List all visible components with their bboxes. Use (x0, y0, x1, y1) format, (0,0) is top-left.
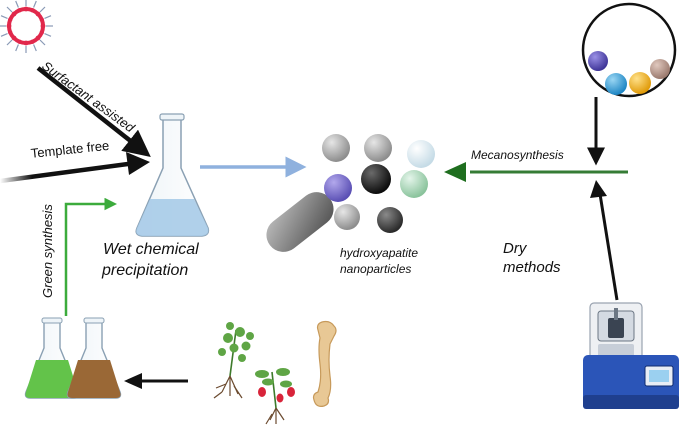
micelle-icon (0, 0, 53, 53)
particle-grey-2 (364, 134, 392, 162)
dry-methods-label-line1: Dry (503, 240, 527, 257)
particle-ice (407, 140, 435, 168)
ball-mill-machine-icon (583, 302, 679, 409)
particle-grey-1 (322, 134, 350, 162)
green-flask-icon (24, 317, 80, 399)
plant-source-icon (213, 322, 295, 425)
surfactant-arrow (36, 66, 151, 157)
hydroxyapatite-label-line2: nanoparticles (340, 262, 412, 276)
hydroxyapatite-label-line1: hydroxyapatite (340, 246, 419, 260)
mecanosynthesis-label: Mecanosynthesis (471, 148, 564, 162)
dry-methods-label-line2: methods (503, 259, 561, 276)
particle-purple (324, 174, 352, 202)
green-synthesis-arrow (64, 197, 117, 316)
particle-mint (400, 170, 428, 198)
nanoparticles-cluster (266, 134, 435, 252)
machine-up-arrowhead (590, 180, 607, 198)
milling-balls-icon (581, 2, 677, 98)
green-synthesis-label: Green synthesis (40, 204, 55, 298)
capsule-particle (266, 192, 334, 252)
particle-dark (377, 207, 403, 233)
plants-to-flasks-arrowhead (124, 373, 142, 389)
particle-black (361, 164, 391, 194)
template-free-arrow (0, 161, 129, 184)
erlenmeyer-flask-icon (135, 113, 210, 237)
machine-up-arrow (598, 193, 619, 301)
mecanosynthesis-arrowhead (444, 162, 466, 182)
template-free-arrowhead (126, 152, 150, 175)
wet-chemical-label-line1: Wet chemical (103, 241, 199, 258)
bone-icon (312, 320, 337, 407)
brown-flask-icon (66, 317, 122, 399)
particle-grey-3 (334, 204, 360, 230)
wet-chemical-label-line2: precipitation (102, 262, 189, 279)
